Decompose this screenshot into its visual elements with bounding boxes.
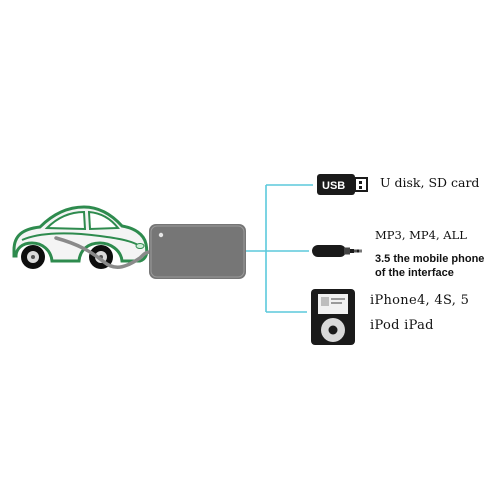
- apple-label-line2: iPod iPad: [370, 318, 434, 333]
- audio-label-line1: MP3, MP4, ALL: [375, 228, 467, 242]
- aux-plug-icon: [312, 245, 362, 257]
- connector-lines: [246, 184, 313, 313]
- car-icon: [12, 205, 149, 269]
- ipod-icon: [311, 289, 355, 345]
- usb-stick-icon: USB: [317, 174, 368, 195]
- usb-stick-text: USB: [322, 180, 345, 192]
- usb-label: U disk, SD card: [380, 175, 480, 190]
- car-rear-wheel: [21, 245, 45, 269]
- apple-label-line1: iPhone4, 4S, 5: [370, 293, 470, 308]
- audio-label-line3: of the interface: [375, 267, 454, 279]
- adapter-box-icon: [149, 224, 246, 279]
- audio-label-line2: 3.5 the mobile phone: [375, 253, 485, 265]
- car-cable: [54, 236, 152, 269]
